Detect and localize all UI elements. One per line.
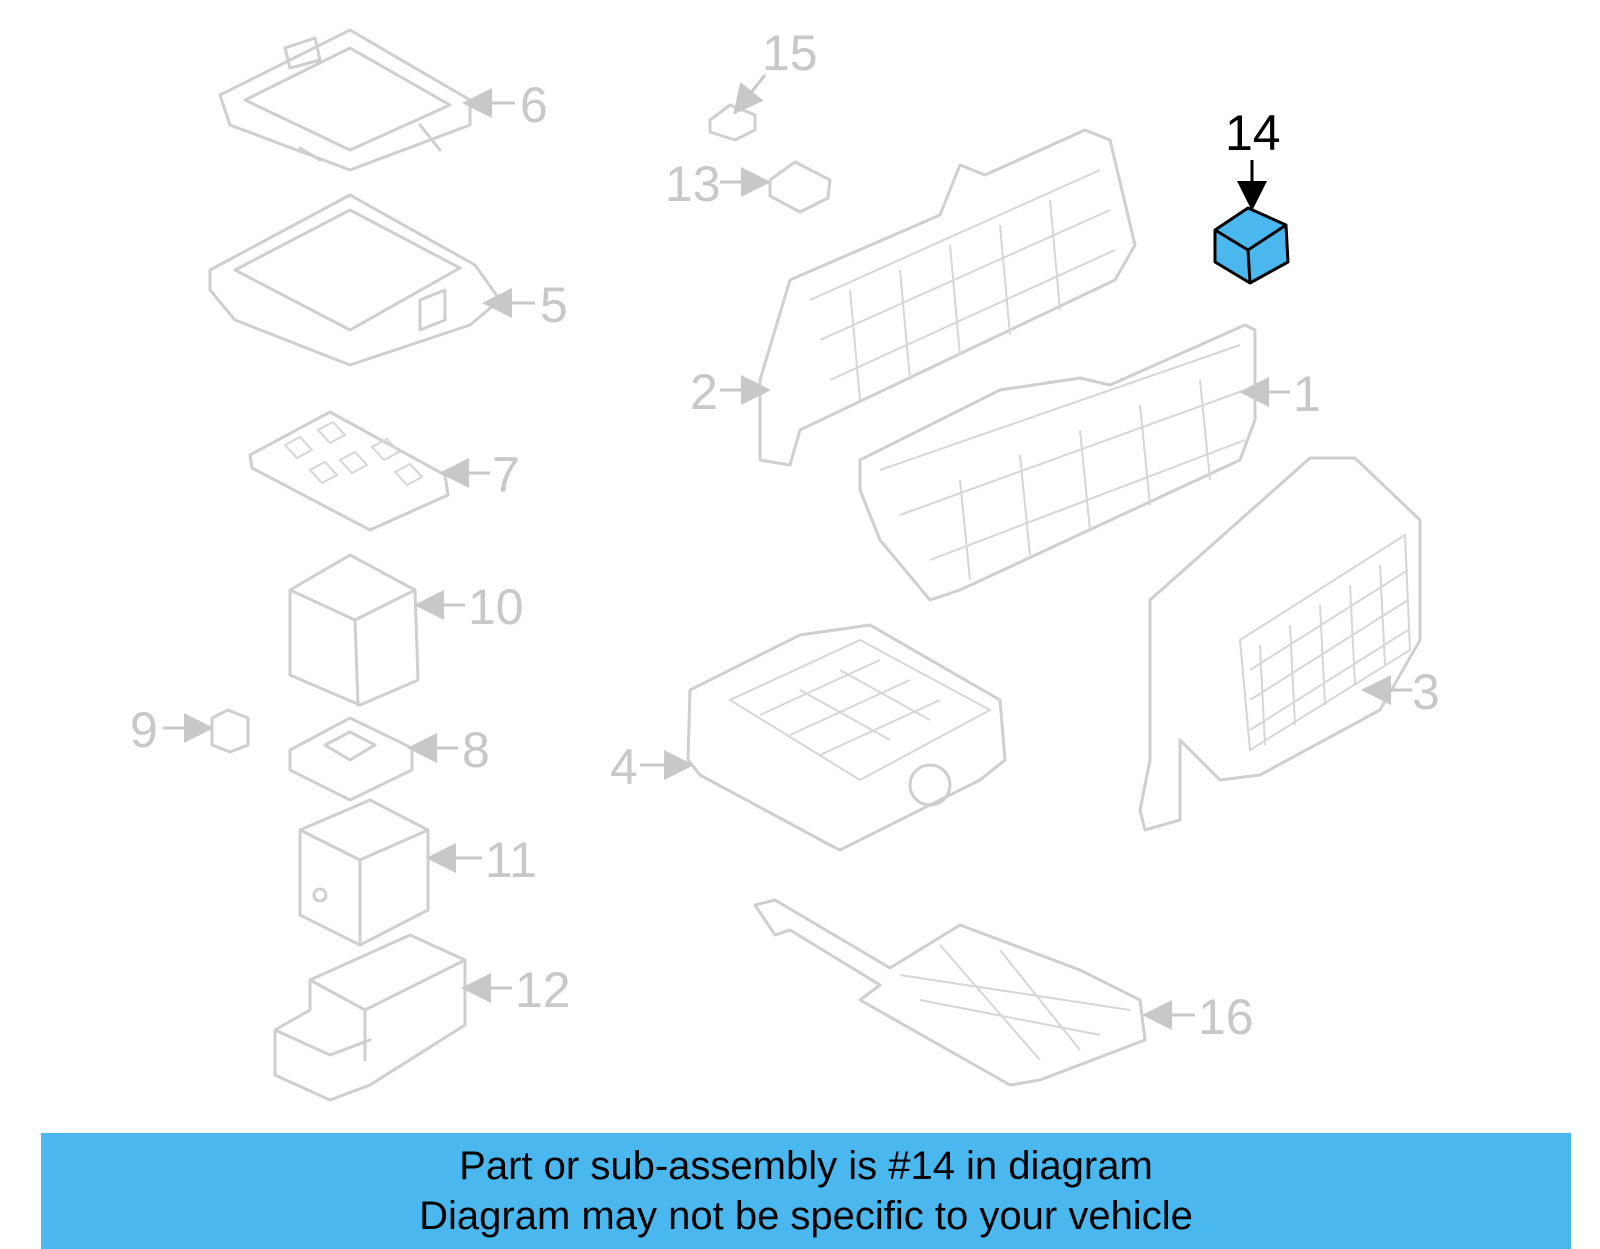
callout-2: 2 bbox=[690, 364, 718, 420]
callout-6: 6 bbox=[520, 77, 548, 133]
callout-4: 4 bbox=[610, 739, 638, 795]
callout-10: 10 bbox=[468, 579, 524, 635]
part-14-highlighted bbox=[1213, 206, 1290, 285]
part-4-ecu bbox=[686, 623, 1007, 852]
banner-line-1: Part or sub-assembly is #14 in diagram bbox=[459, 1144, 1153, 1188]
callout-11: 11 bbox=[485, 832, 537, 888]
part-6-cover bbox=[218, 28, 472, 172]
part-2-fuse-board bbox=[758, 128, 1137, 467]
callout-5: 5 bbox=[540, 277, 568, 333]
callout-9: 9 bbox=[130, 702, 158, 758]
callout-1: 1 bbox=[1293, 366, 1321, 422]
part-15-clip bbox=[708, 103, 757, 142]
part-16-fuse-board bbox=[753, 898, 1147, 1087]
callout-14-highlighted: 14 bbox=[1225, 105, 1281, 161]
callout-15: 15 bbox=[762, 25, 818, 81]
part-1-connector-block bbox=[858, 323, 1257, 602]
part-12-relay-housing bbox=[273, 933, 467, 1102]
part-7-panel bbox=[248, 410, 450, 532]
part-10-relay bbox=[288, 553, 420, 707]
part-8-socket bbox=[288, 716, 414, 802]
part-11-relay-housing bbox=[298, 798, 430, 947]
callout-8: 8 bbox=[462, 722, 490, 778]
callout-3: 3 bbox=[1412, 664, 1440, 720]
callout-12: 12 bbox=[515, 962, 571, 1018]
part-3-housing bbox=[1138, 456, 1422, 832]
part-9-mini-relay bbox=[210, 708, 250, 754]
callout-13: 13 bbox=[665, 156, 721, 212]
info-banner: Part or sub-assembly is #14 in diagram D… bbox=[41, 1133, 1571, 1249]
callout-arrows bbox=[163, 74, 1412, 1030]
callout-16: 16 bbox=[1198, 989, 1254, 1045]
callout-7: 7 bbox=[492, 447, 520, 503]
part-5-box bbox=[208, 193, 502, 367]
banner-line-2: Diagram may not be specific to your vehi… bbox=[419, 1194, 1193, 1238]
part-13-fuse bbox=[768, 160, 832, 214]
